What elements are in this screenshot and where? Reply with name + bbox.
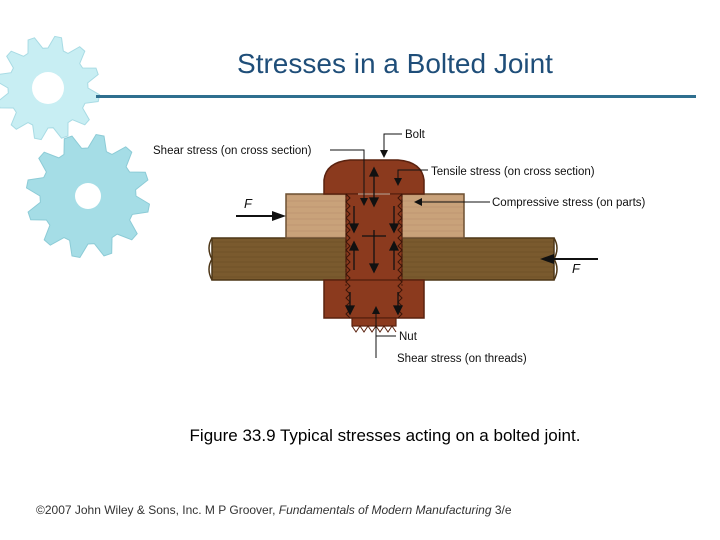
leader-lines [330, 133, 490, 358]
force-label-left: F [244, 196, 253, 211]
slide-title: Stresses in a Bolted Joint [237, 48, 553, 79]
force-arrow-right [540, 254, 598, 264]
bolted-joint-diagram: F F Bolt Shear stress (on cross section)… [153, 129, 646, 365]
label-tensile-stress: Tensile stress (on cross section) [431, 166, 595, 178]
gear-icon [25, 133, 150, 259]
footer-suffix: 3/e [491, 503, 512, 517]
force-arrow-left [236, 211, 286, 221]
title-divider [96, 95, 696, 98]
gear-decoration [0, 35, 150, 259]
label-shear-threads: Shear stress (on threads) [397, 353, 527, 365]
copyright-footer: ©2007 John Wiley & Sons, Inc. M P Groove… [36, 503, 512, 517]
footer-book-title: Fundamentals of Modern Manufacturing [278, 503, 492, 517]
footer-prefix: ©2007 John Wiley & Sons, Inc. M P Groove… [36, 503, 279, 517]
label-compressive-stress: Compressive stress (on parts) [492, 197, 646, 209]
label-bolt: Bolt [405, 129, 426, 141]
gear-icon [0, 35, 101, 141]
stress-arrows [344, 166, 404, 316]
figure-caption: Figure 33.9 Typical stresses acting on a… [189, 426, 581, 445]
force-label-right: F [572, 261, 581, 276]
label-nut: Nut [399, 331, 418, 343]
label-shear-cross-section: Shear stress (on cross section) [153, 145, 312, 157]
